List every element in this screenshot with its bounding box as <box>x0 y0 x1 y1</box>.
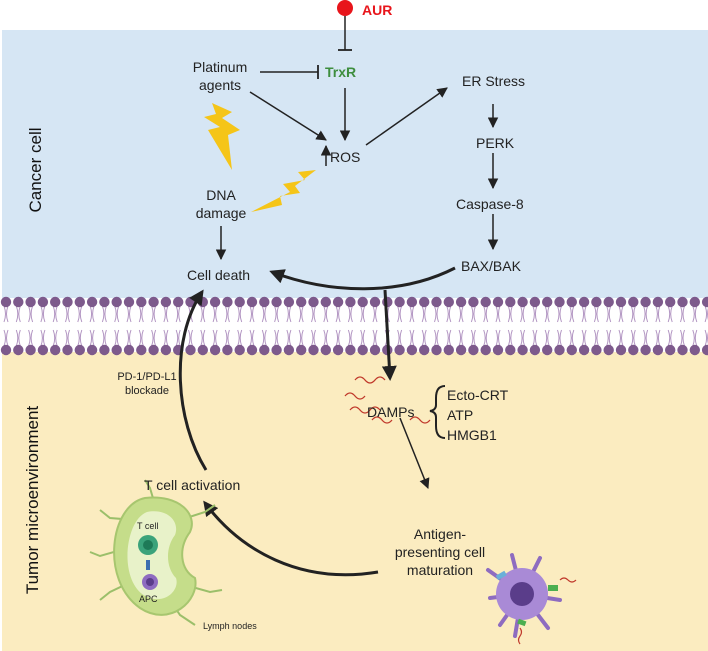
ecto-crt-label: Ecto-CRT <box>447 387 509 403</box>
apc-to-tcell-activation <box>203 500 379 577</box>
damps-bracket <box>429 385 446 439</box>
ros-to-er-stress <box>365 87 448 146</box>
lymph-node-illustration <box>89 479 223 626</box>
dna-line-1: DNA <box>206 187 236 203</box>
baxbak-label: BAX/BAK <box>461 258 521 274</box>
tcell-to-cell-death <box>178 289 208 471</box>
lymph-nodes-label: Lymph nodes <box>203 621 257 631</box>
caspase8-label: Caspase-8 <box>456 196 524 212</box>
pd1-line-2: blockade <box>124 385 170 397</box>
dendritic-cell-icon <box>486 553 577 645</box>
atp-label: ATP <box>447 407 474 423</box>
tumor-microenvironment-region <box>2 352 708 651</box>
cancer-cell-region-label: Cancer cell <box>26 127 45 213</box>
dna-line-2: damage <box>195 205 247 221</box>
hmgb1-label: HMGB1 <box>447 427 497 443</box>
apc-line-1: Antigen- <box>413 526 467 542</box>
perk-label: PERK <box>476 135 515 151</box>
cell-membrane <box>0 296 708 356</box>
dna-damage-label: DNA damage <box>184 186 258 222</box>
baxbak-to-cell-death <box>269 266 456 291</box>
apc-line-2: presenting cell <box>394 544 486 560</box>
platinum-agents-label: Platinum agents <box>180 58 260 94</box>
tcell-activation-label: T cell activation <box>144 477 241 493</box>
aur-dot <box>337 0 353 16</box>
pd1-line-1: PD-1/PD-L1 <box>117 371 177 383</box>
apc-line-3: maturation <box>406 562 474 578</box>
ros-label: ROS <box>330 149 361 165</box>
aur-label: AUR <box>362 2 393 18</box>
pd1-blockade-label: PD-1/PD-L1 blockade <box>102 370 192 398</box>
platinum-line-2: agents <box>198 77 242 93</box>
baxbak-to-damps <box>381 289 397 381</box>
platinum-line-1: Platinum <box>192 59 248 75</box>
tcell-small-label: T cell <box>137 521 159 531</box>
lightning-bolt-icon <box>204 103 240 170</box>
apc-maturation-label: Antigen- presenting cell maturation <box>380 525 500 579</box>
damps-to-apc <box>399 417 430 489</box>
trxr-label: TrxR <box>325 64 357 80</box>
lightning-bolt-icon <box>251 170 316 212</box>
apc-small-icon <box>142 574 158 590</box>
platinum-to-ros <box>249 91 327 141</box>
damps-waves <box>344 376 431 424</box>
tumor-microenvironment-label: Tumor microenvironment <box>23 405 42 595</box>
apc-small-label: APC <box>139 594 158 604</box>
er-stress-label: ER Stress <box>462 73 526 89</box>
cancer-cell-region <box>2 30 708 298</box>
damps-label: DAMPs <box>367 404 415 420</box>
cell-death-label: Cell death <box>187 267 251 283</box>
